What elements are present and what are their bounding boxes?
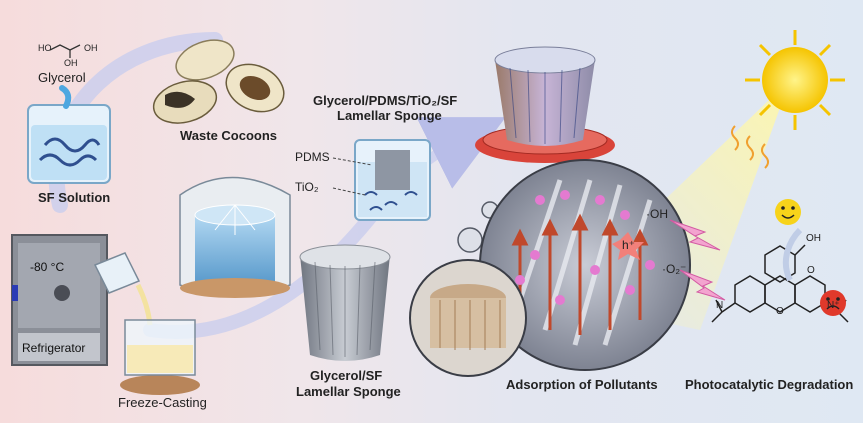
sf-solution-label: SF Solution — [38, 190, 111, 205]
lightning-bolts — [669, 219, 726, 301]
degradation-arrow — [782, 227, 803, 282]
glycerol-pdms-tio2-sf-sponge — [475, 46, 615, 163]
glycerol-formula-oh-left: HO — [38, 43, 52, 53]
adsorption-label: Adsorption of Pollutants — [506, 377, 658, 392]
glycerol-formula-oh-right: OH — [84, 43, 98, 53]
temperature-label: -80 °C — [30, 260, 65, 274]
glycerol-formula — [49, 44, 81, 58]
waste-cocoons-illustration — [152, 39, 285, 124]
refrigerator — [11, 234, 108, 366]
photocatalytic-label: Photocatalytic Degradation — [685, 377, 854, 392]
ice-template-mold — [179, 176, 291, 298]
happy-face-icon — [775, 199, 801, 225]
freeze-casting-label: Freeze-Casting — [118, 395, 207, 410]
sponge-top-title-line1: Glycerol/PDMS/TiO₂/SF — [313, 93, 458, 108]
rhodamine-o-label: O — [807, 265, 815, 276]
rhodamine-oh-label: OH — [806, 233, 821, 244]
superoxide-label: ·O₂⁻ — [662, 262, 687, 276]
sponge-bottom-title-line1: Glycerol/SF — [310, 368, 383, 383]
sponge-bottom-title-line2: Lamellar Sponge — [296, 384, 401, 399]
pdms-tio2-beaker — [332, 139, 431, 221]
glycerol-label: Glycerol — [38, 70, 86, 85]
sponge-top-title-line2: Lamellar Sponge — [337, 108, 442, 123]
waste-cocoons-label: Waste Cocoons — [180, 128, 278, 143]
rhodamine-n-right-label: N⁺ — [827, 300, 840, 311]
magnified-lens — [457, 159, 691, 371]
pdms-label: PDMS — [295, 150, 330, 164]
refrigerator-label: Refrigerator — [22, 341, 86, 355]
glycerol-formula-oh-mid: OH — [64, 58, 78, 68]
sponge-cross-section — [409, 259, 527, 377]
rhodamine-n-left-label: N — [716, 300, 724, 311]
sf-solution-beaker — [27, 85, 111, 184]
freeze-casting-setup — [93, 252, 200, 395]
sad-face-icon — [820, 290, 846, 316]
rhodamine-ring-o-label: O — [776, 306, 784, 317]
oh-radical-label: ·OH — [646, 207, 668, 221]
hole-label: h⁺ — [622, 238, 636, 252]
tio2-label: TiO₂ — [295, 180, 319, 194]
glycerol-sf-sponge — [299, 244, 391, 361]
